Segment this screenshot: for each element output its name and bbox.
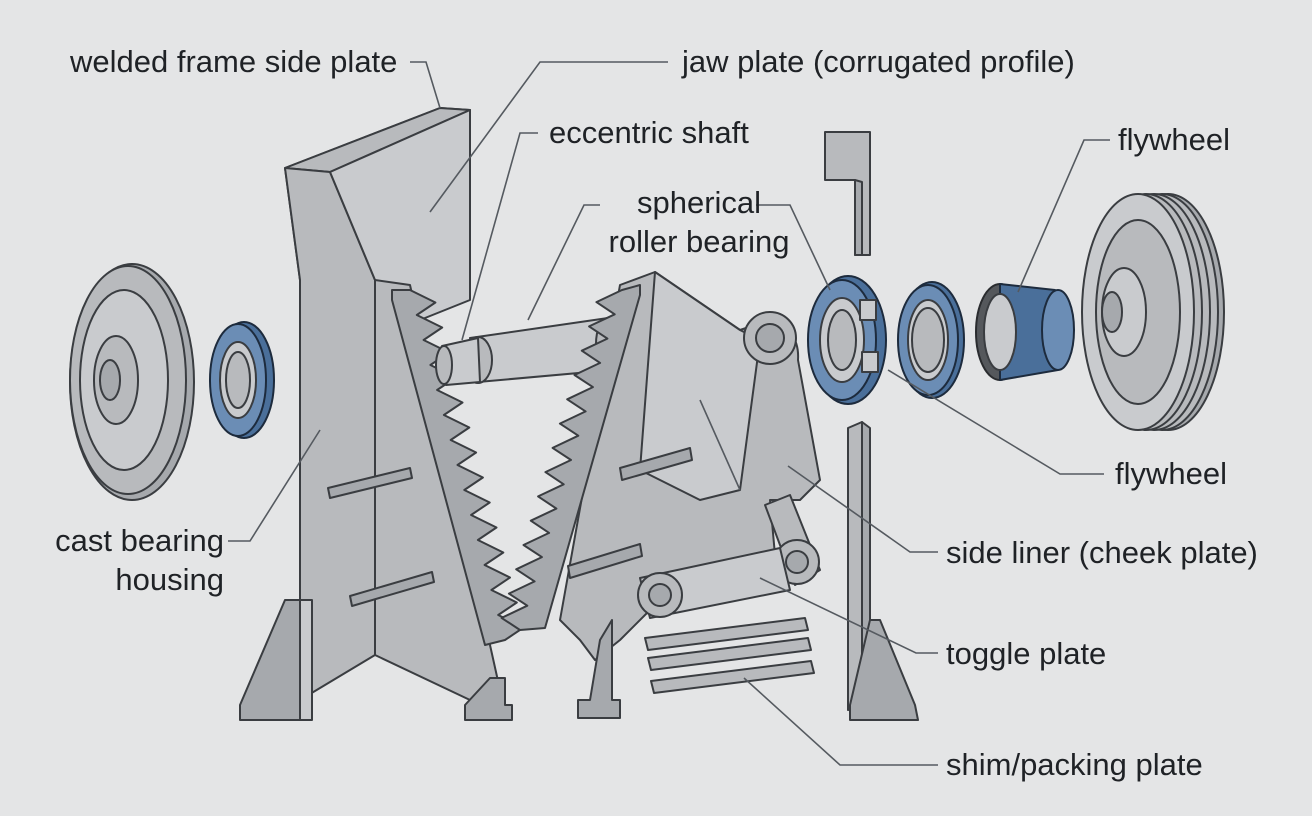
label-flywheel-bottom: flywheel [1115, 456, 1227, 491]
label-cast-bearing-housing-line1: cast bearing [55, 523, 224, 558]
label-flywheel-top: flywheel [1118, 122, 1230, 157]
label-side-liner: side liner (cheek plate) [946, 535, 1258, 570]
left-flywheel [69, 263, 195, 501]
label-jaw-plate: jaw plate (corrugated profile) [682, 44, 1075, 79]
shim-plates [644, 617, 815, 694]
label-shim-plate: shim/packing plate [946, 747, 1203, 782]
label-spherical-roller-bearing: spherical roller bearing [606, 184, 792, 260]
label-toggle-plate: toggle plate [946, 636, 1107, 671]
label-spherical-roller-bearing-line1: spherical [636, 185, 762, 220]
label-frame-side-plate: welded frame side plate [70, 44, 398, 79]
frame-side-plate [239, 107, 513, 721]
left-jaw-teeth [391, 289, 525, 646]
flywheel-sleeve [975, 283, 1075, 381]
spherical-roller-bearing [807, 275, 887, 405]
label-cast-bearing-housing: cast bearing housing [40, 522, 224, 598]
leader-lines [228, 61, 1110, 766]
lower-side-liner [847, 421, 919, 721]
bearing-ring [897, 281, 965, 399]
upper-side-liner [824, 131, 871, 256]
label-spherical-roller-bearing-line2: roller bearing [608, 224, 790, 260]
label-eccentric-shaft: eccentric shaft [549, 115, 749, 150]
toggle-assembly [637, 494, 821, 619]
label-cast-bearing-housing-line2: housing [115, 562, 224, 598]
right-flywheel [1081, 193, 1225, 431]
right-jaw-teeth [500, 284, 641, 631]
left-bearing-ring [209, 321, 275, 439]
